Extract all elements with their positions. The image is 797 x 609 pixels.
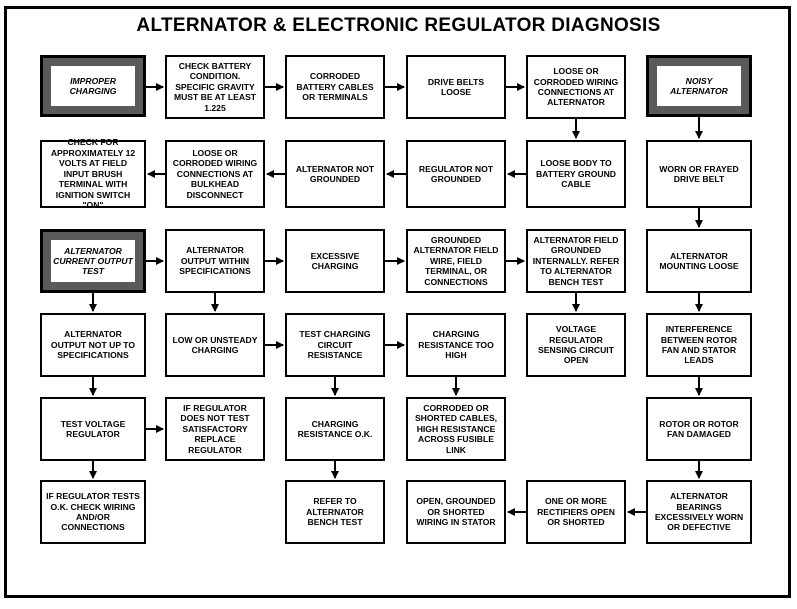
field-grounded-internally-box: ALTERNATOR FIELD GROUNDED INTERNALLY. RE… <box>526 229 626 293</box>
sensing-circuit-open-box: VOLTAGE REGULATOR SENSING CIRCUIT OPEN <box>526 313 626 377</box>
rotor-fan-damaged-box: ROTOR OR ROTOR FAN DAMAGED <box>646 397 752 461</box>
test-charging-resistance-box: TEST CHARGING CIRCUIT RESISTANCE <box>285 313 385 377</box>
drive-belts-loose-box: DRIVE BELTS LOOSE <box>406 55 506 119</box>
test-voltage-regulator-box: TEST VOLTAGE REGULATOR <box>40 397 146 461</box>
current-output-test-label: ALTERNATOR CURRENT OUTPUT TEST <box>53 245 133 277</box>
corroded-cables-box: CORRODED BATTERY CABLES OR TERMINALS <box>285 55 385 119</box>
mounting-loose-box: ALTERNATOR MOUNTING LOOSE <box>646 229 752 293</box>
excessive-charging-box: EXCESSIVE CHARGING <box>285 229 385 293</box>
noisy-alternator-box: NOISY ALTERNATOR <box>646 55 752 117</box>
diagram-title: ALTERNATOR & ELECTRONIC REGULATOR DIAGNO… <box>136 15 661 36</box>
bearings-worn-box: ALTERNATOR BEARINGS EXCESSIVELY WORN OR … <box>646 480 752 544</box>
loose-body-cable-box: LOOSE BODY TO BATTERY GROUND CABLE <box>526 140 626 208</box>
check-battery-box: CHECK BATTERY CONDITION. SPECIFIC GRAVIT… <box>165 55 265 119</box>
resistance-too-high-box: CHARGING RESISTANCE TOO HIGH <box>406 313 506 377</box>
low-unsteady-box: LOW OR UNSTEADY CHARGING <box>165 313 265 377</box>
outer-border <box>4 6 791 598</box>
improper-charging-label: IMPROPER CHARGING <box>69 75 117 96</box>
current-output-test-box: ALTERNATOR CURRENT OUTPUT TEST <box>40 229 146 293</box>
noisy-alternator-label: NOISY ALTERNATOR <box>670 75 728 96</box>
rectifiers-open-box: ONE OR MORE RECTIFIERS OPEN OR SHORTED <box>526 480 626 544</box>
resistance-ok-box: CHARGING RESISTANCE O.K. <box>285 397 385 461</box>
rotor-fan-interference-box: INTERFERENCE BETWEEN ROTOR FAN AND STATO… <box>646 313 752 377</box>
check-12-volts-box: CHECK FOR APPROXIMATELY 12 VOLTS AT FIEL… <box>40 137 146 210</box>
output-within-specs-box: ALTERNATOR OUTPUT WITHIN SPECIFICATIONS <box>165 229 265 293</box>
regulator-tests-ok-box: IF REGULATOR TESTS O.K. CHECK WIRING AND… <box>40 480 146 544</box>
worn-belt-box: WORN OR FRAYED DRIVE BELT <box>646 140 752 208</box>
improper-charging-box: IMPROPER CHARGING <box>40 55 146 117</box>
alternator-not-grounded-box: ALTERNATOR NOT GROUNDED <box>285 140 385 208</box>
loose-wiring-alternator-box: LOOSE OR CORRODED WIRING CONNECTIONS AT … <box>526 55 626 119</box>
refer-bench-test-box: REFER TO ALTERNATOR BENCH TEST <box>285 480 385 544</box>
corroded-shorted-cables-box: CORRODED OR SHORTED CABLES, HIGH RESISTA… <box>406 397 506 461</box>
output-not-up-box: ALTERNATOR OUTPUT NOT UP TO SPECIFICATIO… <box>40 313 146 377</box>
replace-regulator-box: IF REGULATOR DOES NOT TEST SATISFACTORY … <box>165 397 265 461</box>
grounded-field-wire-box: GROUNDED ALTERNATOR FIELD WIRE, FIELD TE… <box>406 229 506 293</box>
open-grounded-stator-box: OPEN, GROUNDED OR SHORTED WIRING IN STAT… <box>406 480 506 544</box>
loose-wiring-bulkhead-box: LOOSE OR CORRODED WIRING CONNECTIONS AT … <box>165 140 265 208</box>
regulator-not-grounded-box: REGULATOR NOT GROUNDED <box>406 140 506 208</box>
